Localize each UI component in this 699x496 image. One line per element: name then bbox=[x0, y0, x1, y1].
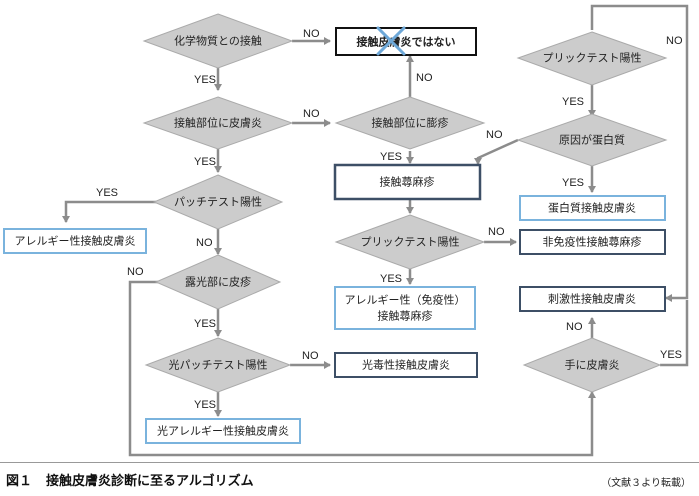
edge-patch-yes bbox=[62, 200, 156, 223]
edge-label-prick-right-yes: YES bbox=[562, 96, 584, 108]
box-label-allergic-immunologic-line1: アレルギー性（免疫性） bbox=[345, 293, 466, 307]
edge-hand-yes bbox=[590, 4, 689, 302]
decision-photo-patch-test bbox=[144, 337, 292, 393]
edge-label-prick-mid-yes: YES bbox=[380, 273, 402, 285]
edge-label-photo-yes: YES bbox=[194, 399, 216, 411]
decision-label-prick-test-mid: プリックテスト陽性 bbox=[361, 235, 460, 249]
decision-label-patch-test: パッチテスト陽性 bbox=[174, 195, 262, 209]
edge-label-dermatitis-yes: YES bbox=[194, 156, 216, 168]
edge-hand-yes-stub bbox=[660, 300, 689, 367]
decision-label-hand-dermatitis: 手に皮膚炎 bbox=[565, 358, 620, 372]
box-label-irritant-contact-dermatitis: 刺激性接触皮膚炎 bbox=[548, 292, 636, 306]
box-label-not-contact-dermatitis: 接触皮膚炎ではない bbox=[357, 35, 456, 49]
x-cross-icon bbox=[376, 26, 406, 56]
edge-label-hand-yes: YES bbox=[660, 349, 682, 361]
edge-label-prick-mid-no: NO bbox=[488, 226, 505, 238]
figure-number: 図１ bbox=[6, 474, 33, 489]
edge-label-patch-no: NO bbox=[196, 237, 213, 249]
decision-label-dermatitis-at-site: 接触部位に皮膚炎 bbox=[174, 116, 262, 130]
edge-label-hand-no: NO bbox=[566, 321, 583, 333]
connectors bbox=[62, 4, 689, 457]
decision-label-wheal-at-site: 接触部位に膨疹 bbox=[372, 116, 449, 130]
box-label-protein-contact-dermatitis: 蛋白質接触皮膚炎 bbox=[548, 201, 636, 215]
box-phototoxic-dermatitis bbox=[334, 352, 478, 378]
decision-patch-test bbox=[152, 174, 284, 230]
edge-label-chemical-yes: YES bbox=[194, 74, 216, 86]
edge-label-prick-right-no: NO bbox=[666, 35, 683, 47]
edge-label-protein-no: NO bbox=[486, 129, 503, 141]
decision-prick-test-right bbox=[516, 31, 668, 86]
decision-protein-cause bbox=[516, 113, 668, 167]
edge-label-wheal-no: NO bbox=[416, 72, 433, 84]
box-protein-contact-dermatitis bbox=[519, 195, 666, 221]
box-not-contact-dermatitis bbox=[335, 27, 477, 56]
edge-label-dermatitis-no: NO bbox=[303, 108, 320, 120]
box-label-allergic-contact-dermatitis: アレルギー性接触皮膚炎 bbox=[15, 234, 136, 248]
box-label-contact-urticaria: 接触蕁麻疹 bbox=[380, 175, 435, 189]
edge-label-sun-no: NO bbox=[127, 266, 144, 278]
decision-hand-dermatitis bbox=[522, 337, 662, 393]
decision-label-sun-exposed-rash: 露光部に皮疹 bbox=[185, 275, 251, 289]
edge-label-sun-yes: YES bbox=[194, 318, 216, 330]
edge-label-patch-yes: YES bbox=[96, 187, 118, 199]
decision-chemical-contact bbox=[142, 13, 294, 69]
decision-label-protein-cause: 原因が蛋白質 bbox=[559, 133, 625, 147]
decision-wheal-at-site bbox=[334, 96, 486, 150]
decision-label-photo-patch-test: 光パッチテスト陽性 bbox=[169, 358, 268, 372]
edge-protein-no bbox=[474, 138, 519, 165]
box-label-photoallergic-dermatitis: 光アレルギー性接触皮膚炎 bbox=[157, 424, 289, 438]
decision-shapes bbox=[142, 13, 668, 393]
flowchart: 化学物質との接触 接触部位に皮膚炎 接触部位に膨疹 パッチテスト陽性 プリックテ… bbox=[3, 4, 689, 457]
box-non-immunologic-urticaria bbox=[519, 229, 666, 255]
figure-source: （文献３より転載） bbox=[601, 478, 691, 489]
box-allergic-contact-dermatitis bbox=[3, 228, 147, 254]
edge-label-wheal-yes: YES bbox=[380, 151, 402, 163]
box-label-allergic-immunologic-line2: 接触蕁麻疹 bbox=[378, 309, 433, 323]
box-contact-urticaria bbox=[333, 163, 482, 201]
caption-divider bbox=[0, 462, 699, 463]
box-irritant-contact-dermatitis bbox=[519, 286, 666, 312]
decision-dermatitis-at-site bbox=[142, 96, 294, 150]
figure-title: 接触皮膚炎診断に至るアルゴリズム bbox=[46, 474, 254, 489]
edge-label-photo-no: NO bbox=[302, 350, 319, 362]
decision-sun-exposed-rash bbox=[154, 254, 282, 310]
decision-prick-test-mid bbox=[334, 214, 486, 270]
box-allergic-immunologic-urticaria bbox=[334, 286, 476, 330]
box-label-phototoxic-dermatitis: 光毒性接触皮膚炎 bbox=[362, 358, 450, 372]
edge-label-protein-yes: YES bbox=[562, 177, 584, 189]
edge-sun-no bbox=[128, 280, 596, 457]
box-photoallergic-dermatitis bbox=[145, 418, 301, 444]
edge-label-chemical-no: NO bbox=[303, 28, 320, 40]
result-boxes bbox=[3, 27, 666, 444]
figure-caption: 図１ 接触皮膚炎診断に至るアルゴリズム bbox=[6, 470, 254, 489]
decision-label-prick-test-right: プリックテスト陽性 bbox=[543, 51, 642, 65]
box-label-non-immunologic-urticaria: 非免疫性接触蕁麻疹 bbox=[543, 235, 642, 249]
decision-label-chemical-contact: 化学物質との接触 bbox=[174, 34, 262, 48]
